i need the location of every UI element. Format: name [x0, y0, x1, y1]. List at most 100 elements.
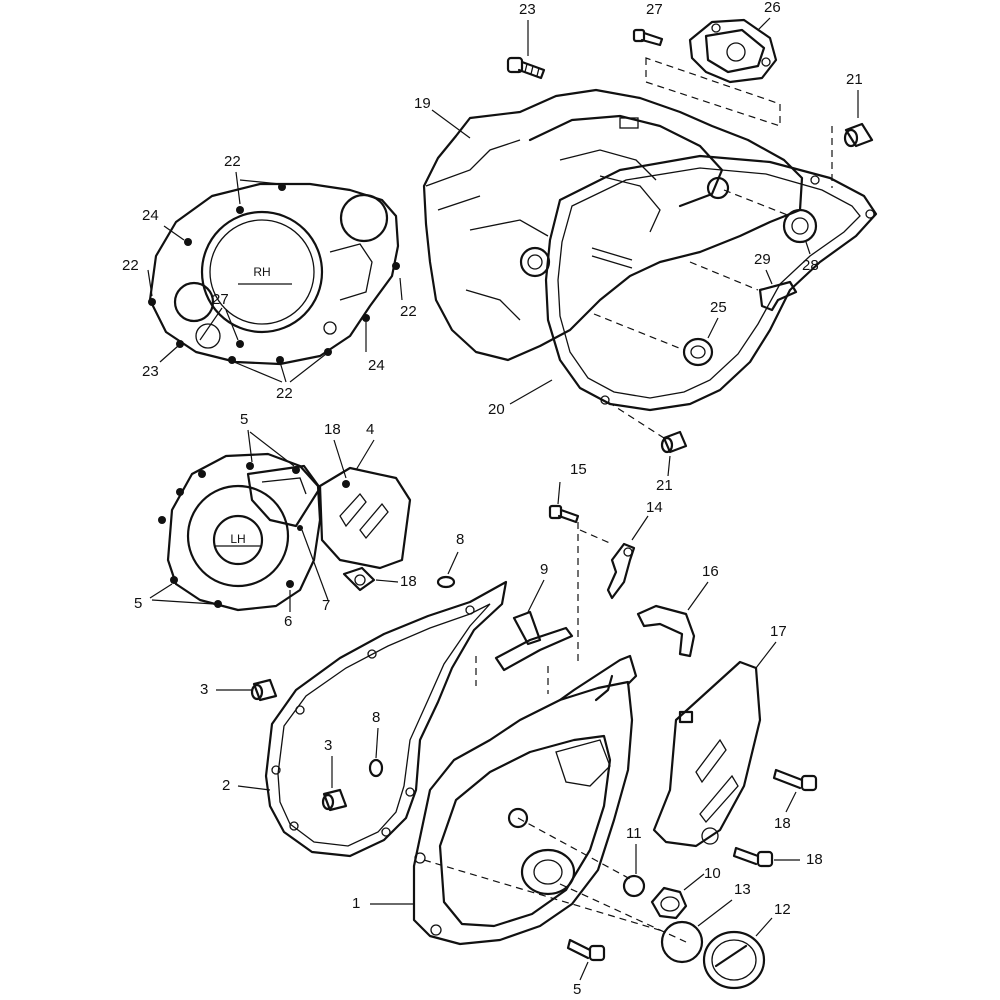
- leader-16: [687, 581, 709, 611]
- assembly-line-13: [559, 883, 687, 943]
- callout-27-rh: 27: [212, 291, 229, 308]
- rh-cover-bolts: [148, 183, 400, 364]
- callout-25: 25: [710, 299, 727, 316]
- callout-10: 10: [704, 865, 721, 882]
- callout-2: 2: [222, 777, 231, 794]
- callout-24-rh-right: 24: [368, 357, 385, 374]
- bolt-18-lh: [342, 566, 376, 592]
- assembly-line-28: [723, 189, 791, 217]
- callout-3-middle: 3: [324, 737, 333, 754]
- leader-17: [755, 641, 777, 669]
- callout-8-lower: 8: [372, 709, 381, 726]
- callout-11: 11: [626, 825, 642, 842]
- assembly-line-25: [593, 313, 685, 351]
- callout-29: 29: [754, 251, 771, 268]
- rh-cover: RH: [148, 182, 400, 366]
- callout-15: 15: [570, 461, 587, 478]
- callout-23-rh: 23: [142, 363, 159, 380]
- plug-10: [650, 886, 688, 920]
- bolt-23-top: [506, 56, 546, 80]
- callout-18-upper-right: 18: [774, 815, 791, 832]
- cap-12: [702, 930, 766, 990]
- bolt-5-bottom: [566, 938, 606, 962]
- callout-22-rh-top: 22: [224, 153, 241, 170]
- callout-5-lh-left: 5: [134, 595, 143, 612]
- o-ring-11: [622, 874, 646, 898]
- leader-2: [237, 785, 271, 791]
- lh-cover-leaders: [149, 429, 399, 612]
- cover-26: [688, 18, 778, 84]
- bolt-15: [548, 504, 580, 524]
- leader-19: [431, 109, 471, 139]
- callout-21-lower: 21: [656, 477, 673, 494]
- callout-7: 7: [322, 597, 331, 614]
- assembly-line-1: [423, 859, 667, 933]
- bolt-18-upper: [772, 768, 818, 792]
- callout-16: 16: [702, 563, 719, 580]
- guide-9: [494, 610, 574, 672]
- callout-1: 1: [352, 895, 361, 912]
- rh-cover-stamp: RH: [253, 265, 270, 279]
- callout-6: 6: [284, 613, 293, 630]
- dowel-3-left: [250, 678, 278, 702]
- leader-8-lower: [375, 727, 379, 759]
- assembly-line-29: [689, 261, 759, 291]
- callout-13: 13: [734, 881, 751, 898]
- leader-21-lower: [667, 455, 671, 477]
- leader-26: [757, 17, 771, 31]
- callout-26: 26: [764, 0, 781, 16]
- crankcase-19: [422, 88, 804, 362]
- lh-cover-stamp: LH: [230, 532, 245, 546]
- callout-8-upper: 8: [456, 531, 465, 548]
- callout-24-rh-left: 24: [142, 207, 159, 224]
- callout-22-rh-right: 22: [400, 303, 417, 320]
- sprocket-cover-17: [652, 660, 762, 848]
- callout-18-lower-right: 18: [806, 851, 823, 868]
- callout-18-lh-right: 18: [400, 573, 417, 590]
- leader-10: [683, 873, 705, 891]
- leader-14: [631, 515, 649, 541]
- callout-5-lh-top: 5: [240, 411, 249, 428]
- bolt-18-lower: [732, 846, 774, 868]
- callout-18-lh-top: 18: [324, 421, 341, 438]
- callout-21-top: 21: [846, 71, 863, 88]
- callout-19: 19: [414, 95, 431, 112]
- dowel-21-lower: [660, 430, 688, 454]
- bearing-25: [682, 337, 714, 367]
- rh-cover-leaders: [147, 171, 403, 383]
- leader-18-upper: [785, 791, 797, 813]
- callout-22-rh-left: 22: [122, 257, 139, 274]
- bolt-27-top: [632, 28, 664, 47]
- leader-29: [765, 269, 773, 285]
- callout-27-top: 27: [646, 1, 663, 18]
- callout-9: 9: [540, 561, 549, 578]
- gasket-2: [264, 580, 508, 858]
- assembly-line-9: [475, 656, 549, 694]
- dowel-8-upper: [436, 575, 456, 589]
- leader-28: [805, 241, 811, 255]
- callout-5-bottom: 5: [573, 981, 582, 998]
- assembly-line-14: [579, 529, 613, 545]
- leader-8-upper: [447, 551, 459, 575]
- callout-28: 28: [802, 257, 819, 274]
- callout-17: 17: [770, 623, 787, 640]
- callout-4: 4: [366, 421, 375, 438]
- assembly-line-26: [645, 57, 781, 127]
- leader-5-bottom: [579, 961, 589, 981]
- dowel-21-top: [843, 122, 874, 148]
- callout-3-left: 3: [200, 681, 209, 698]
- callout-20: 20: [488, 401, 505, 418]
- sprocket-cover-4: [318, 466, 412, 570]
- lh-cover-bolts: [158, 462, 350, 608]
- clamp-14: [606, 542, 636, 600]
- leader-12: [755, 917, 773, 937]
- o-ring-13: [660, 920, 704, 964]
- callout-12: 12: [774, 901, 791, 918]
- leader-9: [527, 579, 545, 613]
- seal-28: [782, 208, 818, 244]
- callout-14: 14: [646, 499, 663, 516]
- assembly-line-11: [517, 817, 633, 881]
- gasket-20: [544, 154, 878, 412]
